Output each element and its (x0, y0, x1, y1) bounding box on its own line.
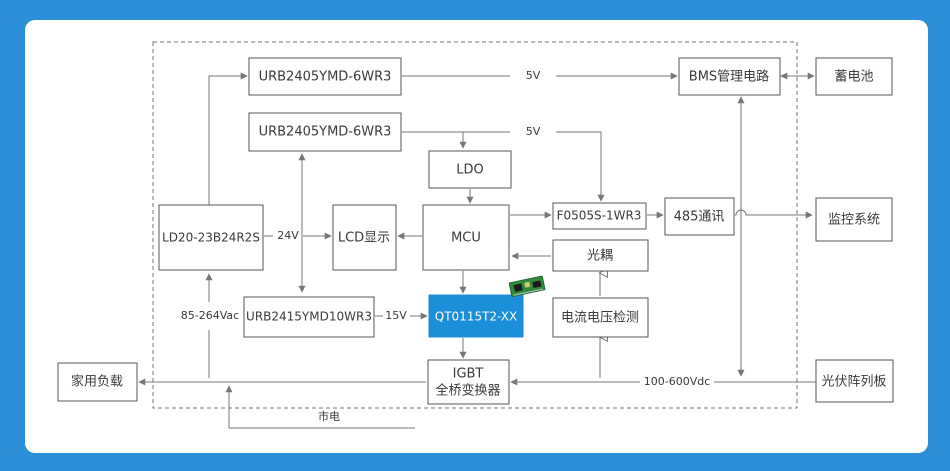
block-ldo (428, 150, 512, 189)
label-home-load: 家用负载 (71, 374, 123, 390)
block-home-load (57, 362, 138, 402)
wire-urb-mid-to-f0505-b (556, 131, 605, 202)
block-qt0115 (428, 294, 524, 338)
label-lcd: LCD显示 (338, 231, 390, 246)
label-qt0115: QT0115T2-XX (435, 310, 517, 324)
block-mcu (422, 204, 510, 271)
label-igbt-line2: 全桥变换器 (435, 383, 500, 399)
pcb-module-icon (508, 275, 546, 297)
block-485 (664, 197, 735, 236)
block-sensing (552, 297, 649, 338)
label-vdc: 100-600Vdc (644, 375, 711, 388)
label-bms: BMS管理电路 (689, 69, 769, 85)
label-v5-top: 5V (526, 69, 541, 82)
block-urb-mid (248, 112, 402, 152)
label-mcu: MCU (451, 231, 481, 246)
system-boundary (152, 41, 798, 409)
block-f0505 (552, 202, 647, 230)
label-ld20: LD20-23B24R2S (162, 231, 260, 245)
label-sensing: 电流电压检测 (561, 311, 639, 326)
label-v5-mid: 5V (526, 125, 541, 138)
label-v15: 15V (385, 309, 407, 322)
block-battery (815, 57, 893, 96)
block-lcd (332, 204, 397, 271)
label-grid: 市电 (318, 409, 340, 423)
blocks (57, 57, 894, 405)
block-pv (815, 359, 894, 403)
label-monitor: 监控系统 (828, 213, 880, 228)
block-ld20 (158, 204, 264, 271)
block-igbt (427, 359, 510, 405)
label-ldo: LDO (456, 163, 484, 178)
label-igbt-line1: IGBT (453, 367, 484, 382)
label-urb2415: URB2415YMD10WR3 (246, 310, 372, 324)
block-monitor (815, 197, 893, 242)
wire-ld20-to-urb-top (208, 72, 248, 205)
connections (138, 72, 818, 429)
block-urb-top (248, 57, 402, 96)
label-optocoupler: 光耦 (587, 249, 613, 264)
block-urb2415 (243, 296, 375, 338)
label-urb-top: URB2405YMD-6WR3 (259, 70, 392, 85)
label-urb-mid: URB2405YMD-6WR3 (259, 125, 392, 140)
label-485: 485通讯 (674, 210, 725, 225)
label-f0505: F0505S-1WR3 (557, 209, 642, 223)
wire-grid (225, 385, 415, 429)
block-bms (678, 57, 781, 96)
label-vac: 85-264Vac (181, 309, 239, 322)
label-v24: 24V (277, 229, 299, 242)
block-optocoupler (552, 239, 649, 272)
label-battery: 蓄电池 (834, 70, 873, 85)
label-pv: 光伏阵列板 (821, 375, 886, 390)
